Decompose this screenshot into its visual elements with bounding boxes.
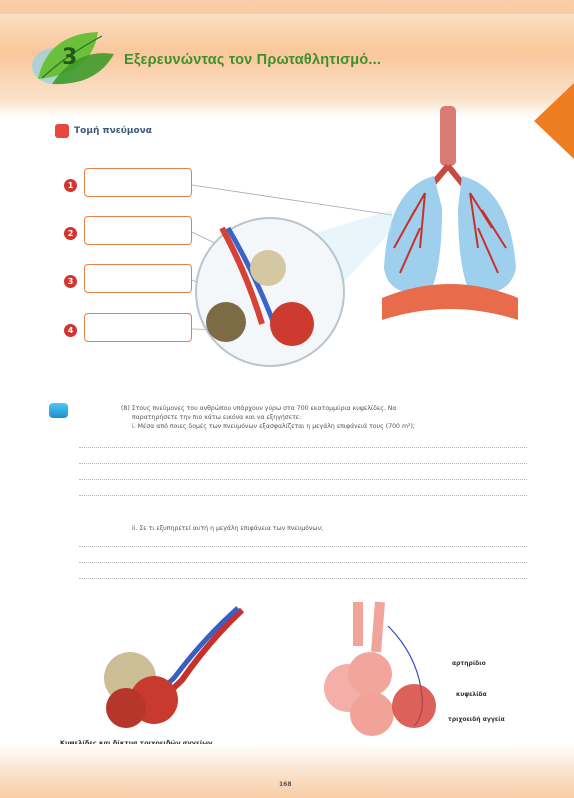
label-box-2[interactable] [84, 216, 192, 245]
answer-line[interactable] [79, 578, 527, 579]
label-number-3: 3 [64, 275, 77, 288]
question-part-ii: ii. Σε τι εξυπηρετεί αυτή η μεγάλη επιφά… [132, 524, 323, 533]
label-alveolus: κυψελίδα [456, 691, 487, 698]
answer-line[interactable] [79, 495, 527, 496]
label-artery: αρτηρίδιο [452, 660, 486, 667]
answer-line[interactable] [79, 562, 527, 563]
label-number-1: 1 [64, 179, 77, 192]
page-number: 168 [279, 781, 292, 788]
alveolar-sac-illustration [318, 596, 448, 746]
answer-line[interactable] [79, 546, 527, 547]
label-box-1[interactable] [84, 168, 192, 197]
label-box-3[interactable] [84, 264, 192, 293]
label-number-2: 2 [64, 227, 77, 240]
answer-line[interactable] [79, 463, 527, 464]
label-box-4[interactable] [84, 313, 192, 342]
label-capillaries: τριχοειδή αγγεία [448, 716, 505, 723]
footer-band [0, 744, 574, 798]
label-number-4: 4 [64, 324, 77, 337]
answer-line[interactable] [79, 479, 527, 480]
question-intro-cont: παρατηρήσετε την πιο κάτω εικόνα και να … [132, 413, 301, 422]
alveoli-capillaries-illustration [92, 600, 252, 735]
question-part-i: i. Μέσα από ποιες δομές των πνευμόνων εξ… [132, 422, 415, 431]
alveoli-magnifier-illustration [192, 214, 348, 370]
question-intro: (8) Στους πνεύμονες του ανθρώπου υπάρχου… [121, 404, 396, 413]
answer-line[interactable] [79, 447, 527, 448]
activity-icon [49, 403, 68, 418]
